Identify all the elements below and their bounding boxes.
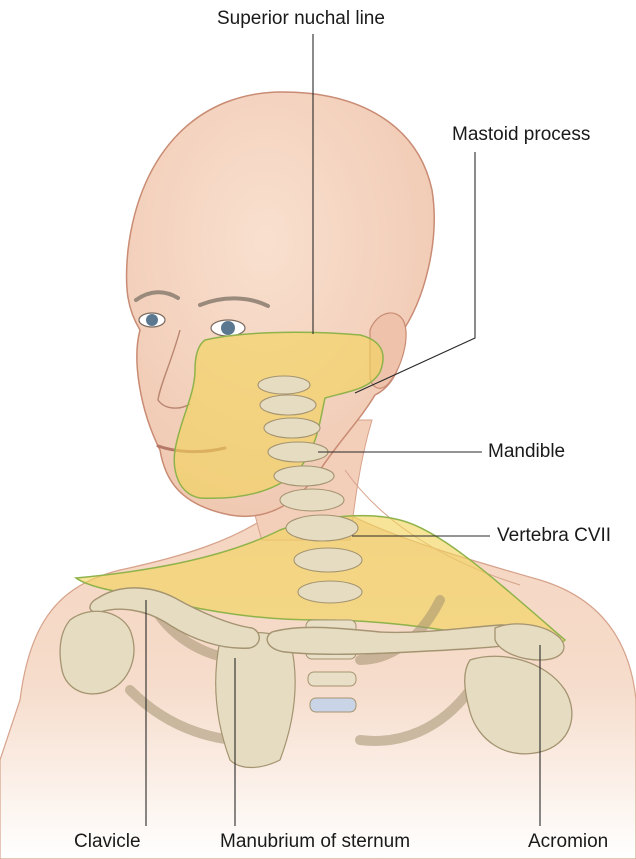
- acromion: [494, 623, 565, 661]
- label-clavicle: Clavicle: [74, 831, 141, 852]
- eyebrow-left: [134, 290, 180, 302]
- nose: [157, 329, 191, 409]
- humerus-right: [464, 655, 573, 755]
- vertebra: [273, 465, 335, 487]
- tracheal-ring: [309, 697, 357, 713]
- vertebra-cvii: [285, 514, 359, 542]
- tracheal-ring: [307, 671, 357, 687]
- vertebra: [279, 488, 345, 512]
- rib: [355, 685, 475, 746]
- iris-right: [221, 321, 235, 335]
- vertebra: [297, 580, 363, 604]
- label-mastoid-process: Mastoid process: [452, 124, 591, 145]
- leader-mastoid-process: [354, 152, 476, 394]
- vertebra: [293, 547, 363, 573]
- label-vertebra-cvii: Vertebra CVII: [497, 525, 612, 546]
- iris-left: [146, 314, 158, 326]
- vertebra: [263, 417, 321, 439]
- humerus-left: [59, 610, 135, 695]
- eyebrow-right: [198, 296, 270, 308]
- label-mandible: Mandible: [488, 441, 566, 462]
- label-acromion: Acromion: [528, 831, 609, 852]
- label-manubrium-of-sternum: Manubrium of sternum: [220, 831, 411, 852]
- vertebra: [257, 375, 311, 395]
- leader-lines: [145, 34, 541, 826]
- label-superior-nuchal-line: Superior nuchal line: [217, 8, 385, 29]
- vertebra: [259, 394, 317, 416]
- manubrium-of-sternum: [215, 631, 296, 769]
- cervical-spine: [257, 375, 363, 604]
